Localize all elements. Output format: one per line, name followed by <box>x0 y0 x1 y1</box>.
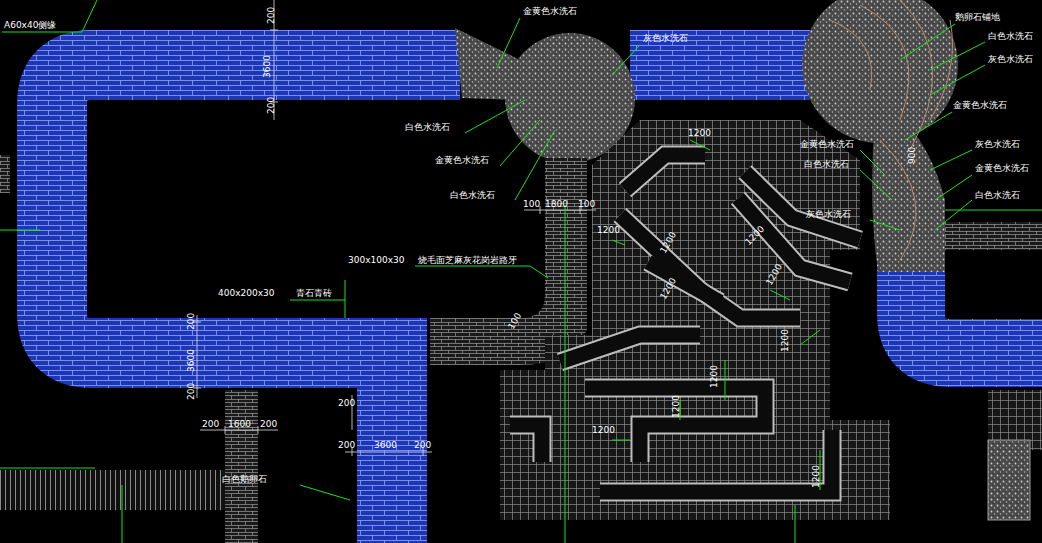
plan-label: 1800 <box>545 199 568 210</box>
plan-label: 白色水洗石 <box>804 159 849 170</box>
plan-label: 金黄色水洗石 <box>435 155 489 166</box>
plan-label: 200 <box>260 419 277 430</box>
plan-label: 200 <box>266 7 277 24</box>
plan-label: 白色水洗石 <box>405 122 450 133</box>
plan-label: 金黄色水洗石 <box>975 163 1029 174</box>
plan-label: 金黄色水洗石 <box>800 139 854 150</box>
plan-label: 200 <box>186 383 197 400</box>
plan-label: 100 <box>578 199 595 210</box>
plan-label: 200 <box>186 313 197 330</box>
plan-label: A60x40侧缘 <box>4 20 56 31</box>
plan-label: 200 <box>338 398 355 409</box>
plan-label: 200 <box>338 440 355 451</box>
plan-label: 1200 <box>688 128 711 139</box>
plan-label: 灰色水洗石 <box>643 33 688 44</box>
plan-label: 1200 <box>671 395 682 418</box>
plan-label: 白色水洗石 <box>975 190 1020 201</box>
plan-label: 灰色水洗石 <box>806 209 851 220</box>
plan-label: 3600 <box>374 440 397 451</box>
plan-label: 1200 <box>592 425 615 436</box>
plan-label: 1200 <box>597 225 620 236</box>
plan-label: 900 <box>907 147 918 164</box>
plan-label: 1200 <box>811 465 822 488</box>
plan-label: 300x100x30 <box>348 255 404 266</box>
plan-label: 200 <box>202 419 219 430</box>
plan-label: 100 <box>523 199 540 210</box>
plan-label: 鹅卵石铺地 <box>955 12 1000 23</box>
plan-label: 1200 <box>709 365 720 388</box>
plan-label: 灰色水洗石 <box>975 139 1020 150</box>
plan-label: 青石青砖 <box>296 288 332 299</box>
plan-label: 烧毛面芝麻灰花岗岩路牙 <box>418 255 517 266</box>
plan-label: 1600 <box>228 419 251 430</box>
plan-label: 200 <box>266 97 277 114</box>
plan-label: 金黄色水洗石 <box>523 6 577 17</box>
plan-label: 金黄色水洗石 <box>953 100 1007 111</box>
plan-label: 3600 <box>262 55 273 78</box>
plan-label: 白色水洗石 <box>988 31 1033 42</box>
plan-label: 白色水洗石 <box>450 190 495 201</box>
plan-label: 400x200x30 <box>218 288 274 299</box>
plan-label: 灰色水洗石 <box>988 54 1033 65</box>
plan-label: 3600 <box>186 349 197 372</box>
plan-label: 白色鹅卵石 <box>222 474 267 485</box>
plan-label: 1200 <box>780 329 791 352</box>
plan-label: 200 <box>414 440 431 451</box>
